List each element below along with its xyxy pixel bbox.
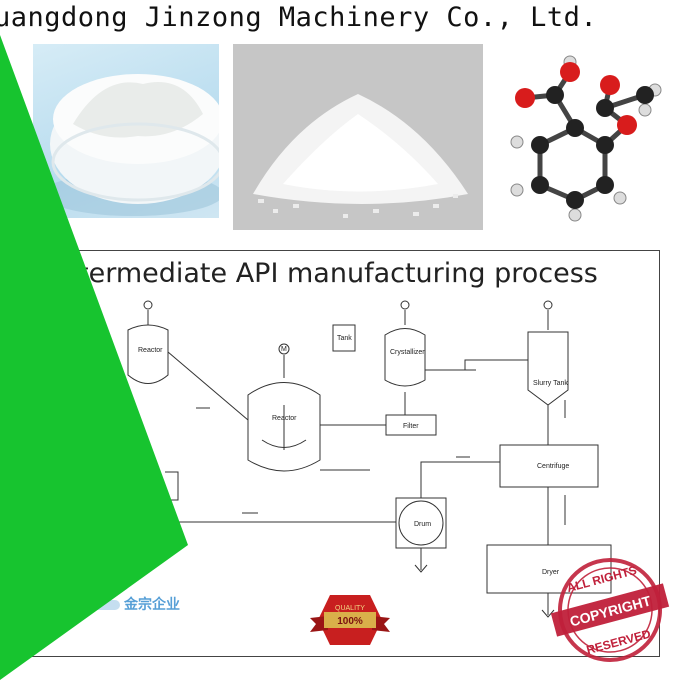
badge-line1: QUALITY [335,605,365,612]
green-accent-shape [0,0,188,680]
label-tank: Tank [337,335,352,342]
badge-line2: 100% [337,616,363,627]
copyright-stamp: ALL RIGHTS COPYRIGHT RESERVED [550,558,670,662]
stamp-bottom-text: RESERVED [585,627,653,658]
label-drum: Drum [414,521,431,528]
logo-text: 金宗企业 [124,597,180,613]
diagram-title: termediate API manufacturing process [78,258,598,289]
label-filter: Filter [403,423,419,430]
quality-badge-icon: QUALITY 100% [310,595,390,645]
label-reactor-small: Reactor [138,347,163,354]
label-dryer: Dryer [542,569,560,576]
company-header: uangdong Jinzong Machinery Co., Ltd. [0,2,598,33]
label-motor: M [281,346,287,353]
label-reactor-large: Reactor [272,415,297,422]
label-crystallizer: Crystallizer [390,349,425,356]
label-slurry-tank: Slurry Tank [533,380,568,387]
powder-photo [33,44,219,218]
molecule-model [495,50,670,225]
label-centrifuge: Centrifuge [537,463,569,470]
stamp-top-text: ALL RIGHTS [565,563,638,595]
crystals-photo [233,44,483,230]
